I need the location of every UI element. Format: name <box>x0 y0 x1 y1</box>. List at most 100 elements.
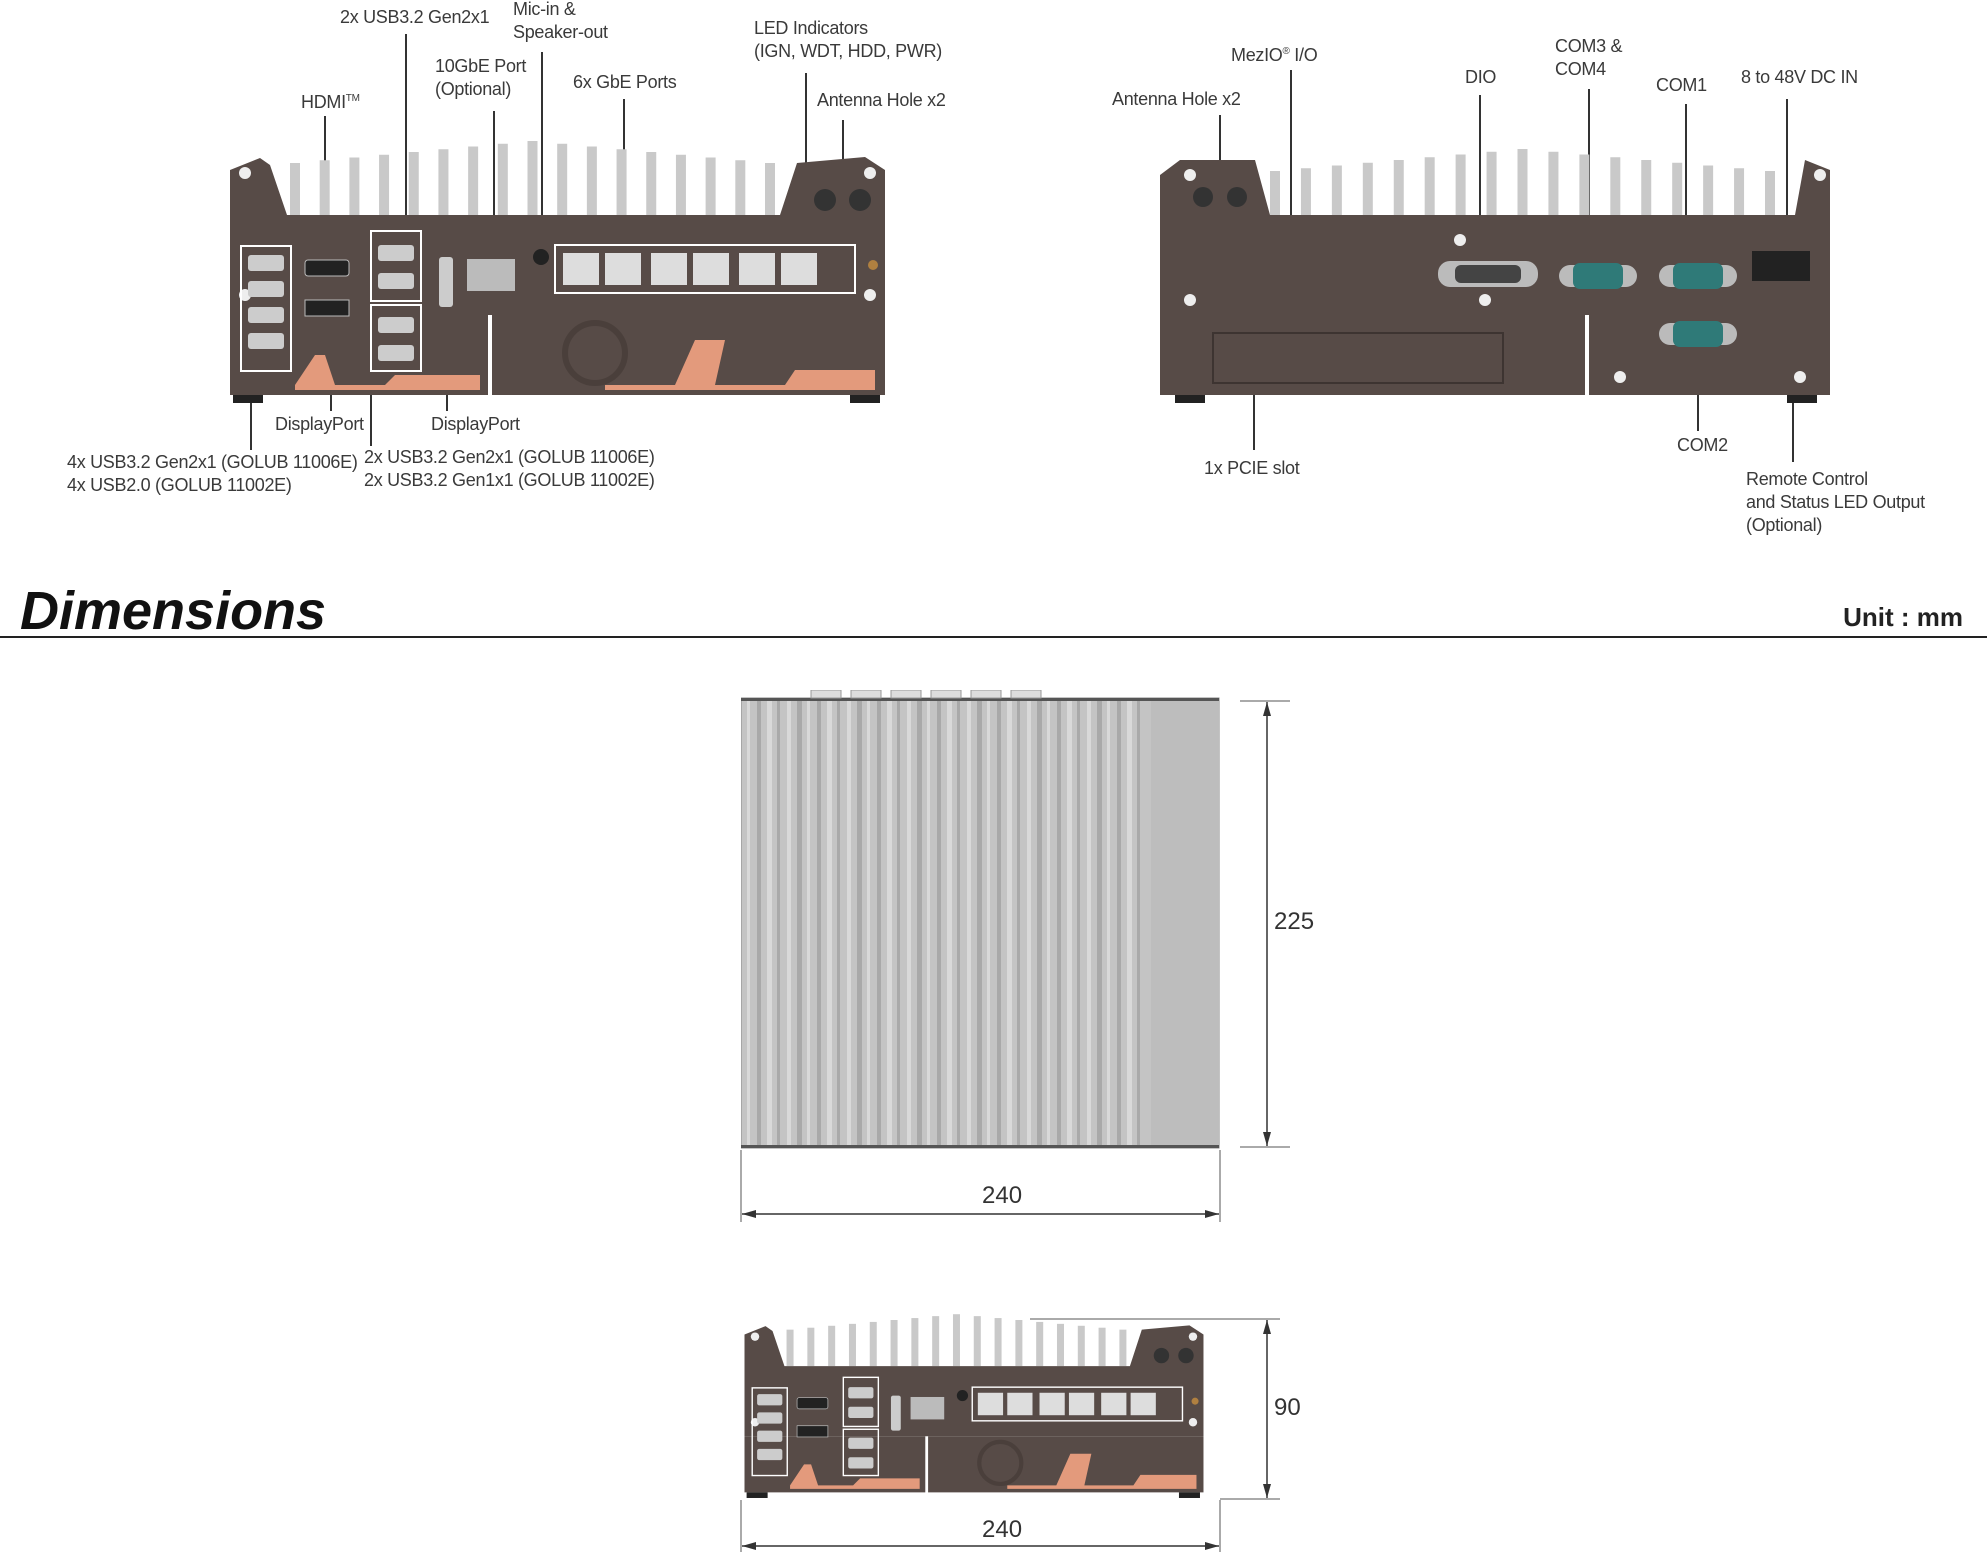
screw <box>864 167 876 179</box>
screw <box>1188 1418 1198 1427</box>
heatsink-fin <box>897 698 900 1148</box>
heatsink-fin <box>1036 1321 1044 1367</box>
usb-port <box>848 1437 874 1449</box>
port-protrusion <box>1010 690 1042 699</box>
heatsink-fin <box>735 160 746 215</box>
side-panel <box>1151 698 1219 1148</box>
label-led-1: LED Indicators <box>754 18 868 38</box>
label-pcie: 1x PCIE slot <box>1204 458 1300 478</box>
label-dp-right: DisplayPort <box>431 414 520 434</box>
hdmi-port <box>796 1397 829 1410</box>
heatsink-fin <box>869 1321 877 1367</box>
heatsink-fin <box>777 698 780 1148</box>
usb-group-frame <box>842 1428 880 1477</box>
heatsink-fin <box>848 1323 856 1367</box>
heatsink-fin <box>1579 154 1590 215</box>
screw <box>1614 371 1626 383</box>
heatsink-fin <box>767 698 772 1148</box>
heatsink-fin <box>557 143 568 215</box>
heatsink-fin <box>1007 698 1012 1148</box>
label-mic-1: Mic-in & <box>513 0 576 19</box>
heatsink-fin <box>927 698 930 1148</box>
leader-line <box>493 111 495 256</box>
label-dio: DIO <box>1465 67 1497 87</box>
label-dp-left: DisplayPort <box>275 414 364 434</box>
heatsink-fin <box>837 698 840 1148</box>
com-port <box>1573 263 1623 289</box>
label-hdmi: HDMITM <box>301 87 360 114</box>
gbe-port <box>693 253 729 285</box>
heatsink-fin <box>877 698 881 1148</box>
screw <box>239 167 251 179</box>
heatsink-fin <box>675 154 686 215</box>
10gbe-port <box>467 259 515 291</box>
screw <box>1454 234 1466 246</box>
heatsink-fin <box>1017 698 1020 1148</box>
label-remote-1: Remote Control <box>1746 469 1868 489</box>
pcie-slot <box>1212 332 1504 384</box>
displayport-port <box>796 1425 829 1438</box>
port-protrusion <box>890 690 922 699</box>
antenna-hole <box>1178 1347 1194 1364</box>
usb-port <box>378 345 414 361</box>
leader-line <box>1479 95 1481 267</box>
front-view-drawing <box>744 1314 1204 1498</box>
heatsink-fin <box>319 160 330 215</box>
foot <box>1175 395 1205 403</box>
hdmi-tm: TM <box>345 93 360 104</box>
heatsink-fin <box>1548 151 1559 215</box>
usb-port <box>757 1394 783 1406</box>
front-panel-drawing <box>230 141 885 403</box>
heatsink-fin <box>1610 157 1621 215</box>
gbe-port <box>781 253 817 285</box>
label-mic-2: Speaker-out <box>513 22 608 42</box>
heatsink-fin <box>947 698 952 1148</box>
heatsink-fin <box>907 698 911 1148</box>
label-usb-left-1: 4x USB3.2 Gen2x1 (GOLUB 11006E) <box>67 452 358 472</box>
heatsink-fin <box>765 163 775 215</box>
heatsink-fin <box>1300 168 1311 215</box>
gbe-port <box>651 253 687 285</box>
label-mezio: MezIO® I/O <box>1231 40 1318 67</box>
heatsink-fin <box>807 698 810 1148</box>
heatsink-fin <box>1455 154 1466 215</box>
mezio-io: I/O <box>1289 45 1318 65</box>
heatsink-fin <box>827 698 832 1148</box>
heatsink-fin <box>290 163 300 215</box>
gbe-group-frame <box>554 244 856 294</box>
dimensions-title: Dimensions <box>20 581 327 641</box>
gbe-port <box>563 253 599 285</box>
front-edge <box>741 698 1219 701</box>
depth-dimension-line <box>1240 700 1290 1148</box>
screw <box>1479 294 1491 306</box>
usb-group-frame <box>370 304 422 372</box>
port-protrusion <box>930 690 962 699</box>
label-gbe: 6x GbE Ports <box>573 72 677 92</box>
label-com34-1: COM3 & <box>1555 36 1623 56</box>
power-button <box>1191 1397 1199 1405</box>
heatsink-fin <box>1087 698 1091 1148</box>
leader-line <box>541 52 543 228</box>
usb-port <box>248 281 284 297</box>
leader-line <box>842 120 844 162</box>
usb-port <box>757 1448 783 1461</box>
heatsink-fin <box>1517 149 1528 215</box>
usb-port <box>757 1430 783 1442</box>
section-divider <box>0 636 1987 638</box>
displayport-vertical <box>890 1395 901 1431</box>
antenna-hole <box>1193 187 1213 207</box>
heatsink-fin <box>1077 1325 1085 1367</box>
accent-stripe <box>790 1464 920 1489</box>
heatsink-fin <box>952 1314 960 1367</box>
label-led-2: (IGN, WDT, HDD, PWR) <box>754 41 942 61</box>
heatsink-fin <box>997 698 1001 1148</box>
logo-ring <box>562 320 628 386</box>
heatsink-fin <box>994 1318 1002 1367</box>
heatsink-fin <box>917 698 922 1148</box>
label-com34-2: COM4 <box>1555 59 1606 79</box>
label-com2: COM2 <box>1677 435 1728 455</box>
logo-ring <box>977 1439 1024 1487</box>
leader-line <box>1219 115 1221 161</box>
unit-label: Unit : mm <box>1843 602 1963 632</box>
leader-line <box>1786 99 1788 229</box>
